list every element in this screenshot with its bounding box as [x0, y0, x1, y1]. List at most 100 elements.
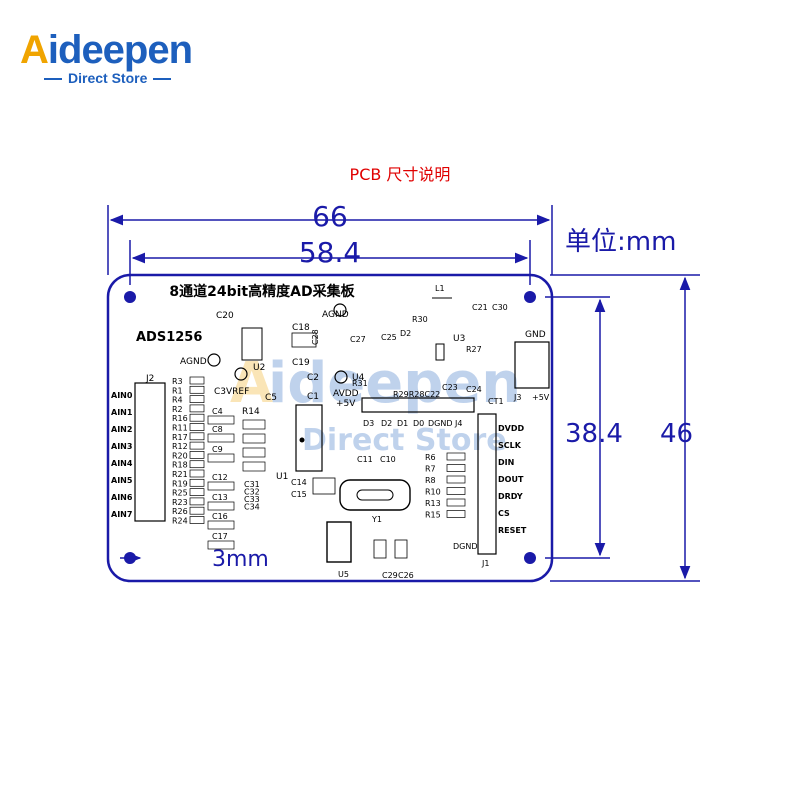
board-outline	[106, 273, 554, 583]
capacitor	[394, 539, 408, 559]
dim-width-outer: 66	[312, 200, 348, 233]
resistor-label: R18	[172, 461, 188, 470]
label-l1: L1	[435, 284, 445, 293]
label-c5: C5	[265, 393, 277, 403]
resistor-pad	[446, 498, 466, 507]
led-label: D1	[397, 419, 408, 428]
mounting-hole	[124, 552, 136, 564]
resistor-label: R11	[172, 424, 188, 433]
label-c19: C19	[292, 358, 310, 368]
dim-hole-offset: 3mm	[212, 547, 269, 572]
label-y1: Y1	[371, 515, 382, 524]
dim-width-inner: 58.4	[299, 236, 361, 269]
label-c2: C2	[307, 373, 319, 383]
test-point	[333, 303, 347, 317]
pin-label: DRDY	[498, 492, 523, 501]
ain-label: AIN6	[111, 493, 133, 502]
label-ct1: CT1	[488, 397, 504, 406]
resistor-pad	[189, 385, 205, 394]
component-pad	[242, 419, 266, 430]
label-c21: C21	[472, 303, 488, 312]
resistor-pad	[189, 516, 205, 524]
pin-label: SCLK	[498, 441, 522, 450]
component-pad	[242, 433, 266, 444]
resistor-pad	[189, 497, 205, 506]
label-c11: C11	[357, 455, 373, 464]
label-u3: U3	[453, 334, 465, 344]
resistor-pad	[189, 469, 205, 478]
capacitor-label: C4	[212, 407, 223, 416]
ain-label: AIN3	[111, 442, 132, 451]
test-point	[234, 367, 248, 381]
label-c25: C25	[381, 333, 397, 342]
label-c28: C28	[311, 329, 320, 345]
unit-label: 单位:mm	[565, 227, 676, 257]
led-label: J4	[454, 419, 462, 428]
label-r14: R14	[242, 407, 260, 417]
header-j2	[134, 382, 166, 522]
connector-j3	[514, 341, 550, 389]
resistor-pad	[446, 464, 466, 472]
crystal-y1	[339, 479, 411, 511]
svg-text:Direct Store: Direct Store	[302, 423, 507, 458]
capacitor-pad	[207, 501, 235, 511]
label-gnd-right: GND	[525, 330, 546, 340]
resistor-label: R21	[172, 470, 188, 479]
capacitor-pad	[207, 415, 235, 425]
resistor-pad	[446, 510, 466, 518]
led-header	[361, 397, 475, 413]
label-c10: C10	[380, 455, 396, 464]
board-title: 8通道24bit高精度AD采集板	[169, 283, 355, 300]
resistor-label: R25	[172, 489, 188, 498]
pin-label: DIN	[498, 458, 514, 467]
capacitor-pad	[207, 520, 235, 530]
label-d2: D2	[400, 329, 411, 338]
label-j3: J3	[513, 393, 521, 402]
resistor-pad	[189, 460, 205, 469]
label-j1: J1	[481, 559, 489, 568]
label-c23: C23	[442, 383, 458, 392]
label-c14: C14	[291, 478, 307, 487]
resistor-label: R8	[425, 476, 436, 485]
mounting-holes	[124, 291, 536, 564]
resistor-label: R17	[172, 433, 188, 442]
capacitor-label: C9	[212, 445, 223, 454]
pin1-marker	[299, 437, 305, 443]
resistor-pad	[189, 376, 205, 385]
mounting-hole	[124, 291, 136, 303]
resistor-label: R6	[425, 453, 436, 462]
chip-u5	[326, 521, 352, 563]
ain-label: AIN2	[111, 425, 132, 434]
crystal-inner	[356, 489, 394, 501]
capacitor-label: C31	[244, 480, 260, 489]
capacitor-label: C16	[212, 512, 228, 521]
ain-label: AIN5	[111, 476, 133, 485]
resistor-pad	[446, 452, 466, 461]
resistor-label: R20	[172, 451, 188, 460]
extension-lines	[107, 205, 700, 582]
resistor-label: R1	[172, 386, 183, 395]
mounting-hole	[524, 291, 536, 303]
capacitor-label: C34	[244, 503, 260, 512]
label-dgnd: DGND	[453, 542, 478, 551]
resistor-label: R24	[172, 517, 188, 526]
resistor-pad	[189, 488, 205, 496]
led-label: DGND	[428, 419, 453, 428]
capacitor-label: C13	[212, 493, 228, 502]
dimension-arrows	[109, 214, 691, 580]
label-r27: R27	[466, 345, 482, 354]
label-c29: C29	[382, 571, 398, 580]
label-c1: C1	[307, 392, 319, 402]
chip-u3	[435, 343, 445, 361]
capacitor-label: C33	[244, 495, 260, 504]
header-j1	[477, 413, 497, 555]
resistor-label: R4	[172, 396, 183, 405]
label-j2: J2	[145, 374, 154, 384]
label-u5: U5	[338, 570, 349, 579]
capacitor-label: C17	[212, 532, 228, 541]
pin-label: DOUT	[498, 475, 524, 484]
brand-subtitle: Direct Store	[38, 70, 177, 86]
capacitor-pad	[207, 433, 235, 443]
